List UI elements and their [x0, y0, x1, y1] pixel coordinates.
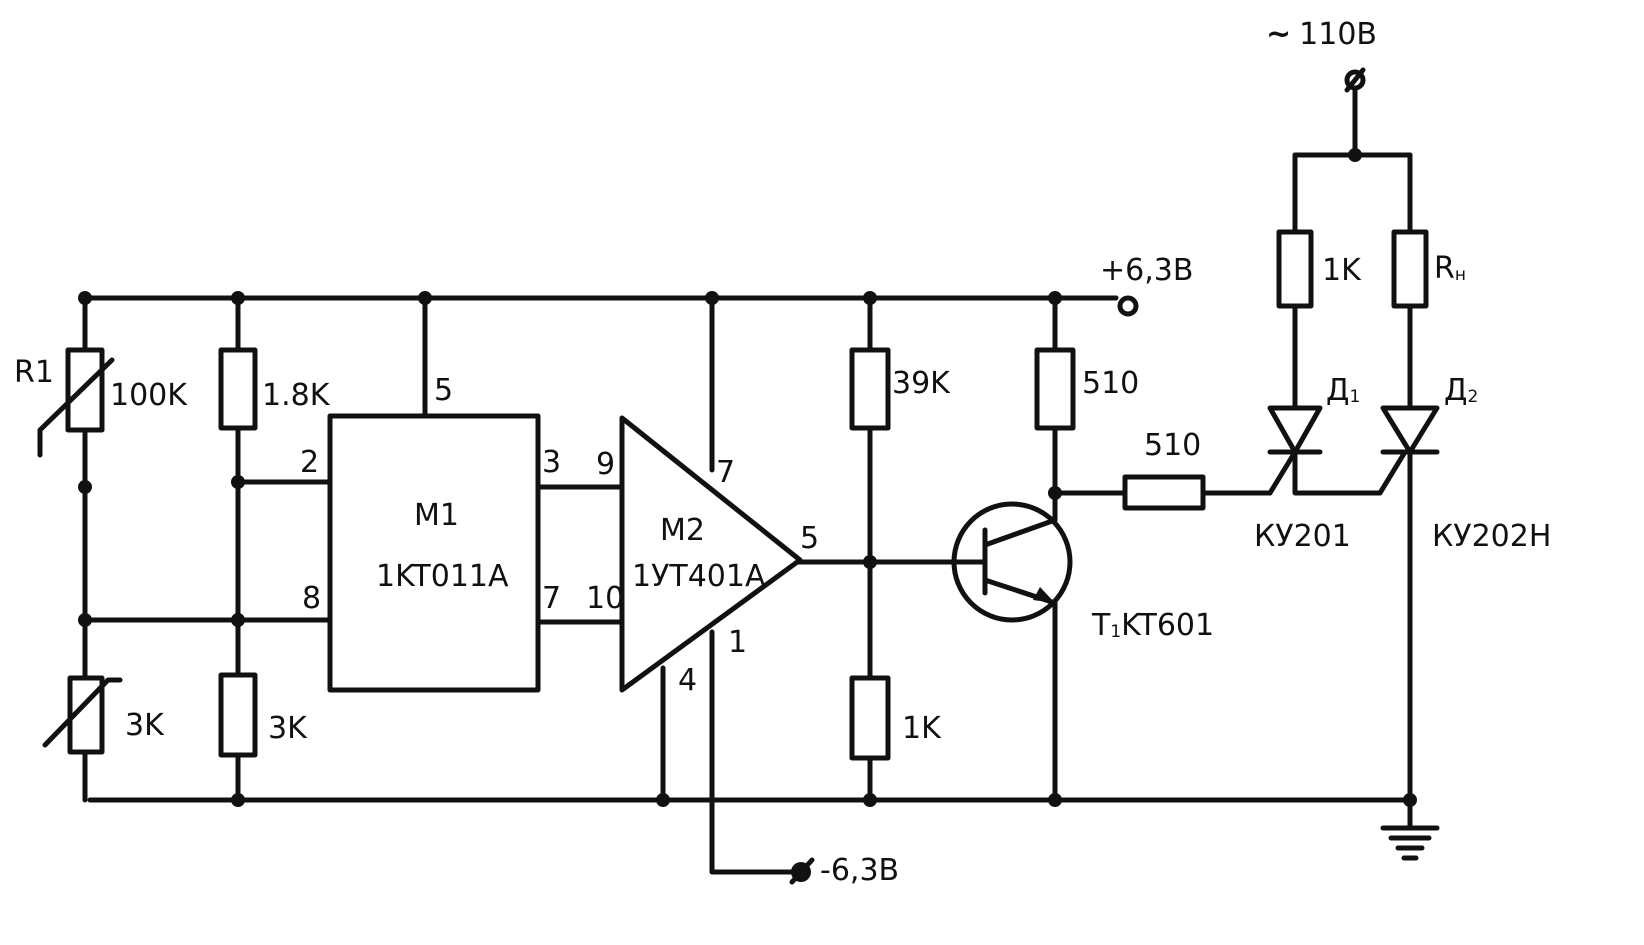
thyristor-d2 — [1380, 405, 1440, 455]
m2-pin-7: 7 — [716, 455, 735, 490]
r1-value: 100K — [110, 378, 188, 413]
opamp-m2 — [619, 415, 803, 693]
resistor-39k-value: 39K — [892, 366, 951, 401]
junction-dot — [1048, 291, 1062, 305]
resistor-load — [1391, 229, 1429, 309]
m1-pin-5: 5 — [434, 373, 453, 408]
junction-dot — [705, 291, 719, 305]
m2-part-number: 1УТ401А — [632, 559, 766, 594]
junction-dot — [863, 291, 877, 305]
resistor-1.8k — [218, 347, 258, 431]
m1-designator: M1 — [414, 498, 459, 533]
thermistor-r1 — [37, 347, 115, 458]
r1-designator: R1 — [14, 355, 54, 390]
resistor-1k-high — [1276, 229, 1314, 309]
junction-dot — [863, 555, 877, 569]
ac-supply-terminal — [1344, 67, 1366, 93]
junction-dot — [78, 480, 92, 494]
thyristor-d2-designator: Д2 — [1444, 373, 1478, 408]
resistor-510-collector-value: 510 — [1082, 366, 1139, 401]
resistor-load-label: Rн — [1434, 251, 1466, 286]
thermistor-3k — [42, 675, 123, 755]
m2-pin-5: 5 — [800, 521, 819, 556]
resistor-3k-value: 3K — [268, 711, 308, 746]
m2-pin-1: 1 — [728, 625, 747, 660]
transistor-t1 — [951, 501, 1073, 623]
m2-pin-10: 10 — [586, 581, 624, 616]
resistor-510-collector — [1034, 347, 1076, 431]
m1-pin-7: 7 — [542, 581, 561, 616]
junction-dot — [231, 793, 245, 807]
positive-supply-label: +6,3В — [1100, 253, 1193, 288]
negative-supply-terminal — [789, 857, 815, 885]
negative-supply-label: -6,3В — [820, 853, 899, 888]
thyristor-d1-part-number: КУ201 — [1254, 519, 1351, 554]
resistor-510-gate — [1122, 474, 1206, 511]
ic-m1 — [327, 413, 541, 693]
m2-pin-9: 9 — [596, 447, 615, 482]
thyristor-d1-designator: Д1 — [1326, 373, 1360, 408]
junction-dot — [863, 793, 877, 807]
junction-dot — [418, 291, 432, 305]
junction-dot — [78, 613, 92, 627]
m2-designator: M2 — [660, 513, 705, 548]
junction-dots — [78, 148, 1417, 807]
resistor-510-gate-value: 510 — [1144, 428, 1201, 463]
junction-dot — [231, 475, 245, 489]
positive-supply-terminal — [1117, 295, 1139, 317]
resistor-3k — [218, 672, 258, 758]
resistor-39k — [849, 347, 891, 431]
junction-dot — [1403, 793, 1417, 807]
m1-pin-2: 2 — [300, 445, 319, 480]
junction-dot — [1048, 793, 1062, 807]
transistor-emitter-arrow — [1033, 587, 1055, 603]
resistor-1.8k-value: 1.8K — [262, 378, 331, 413]
ac-symbol: ~ — [1266, 17, 1291, 52]
wires — [82, 85, 1440, 875]
m1-pin-8: 8 — [302, 581, 321, 616]
junction-dot — [231, 291, 245, 305]
junction-dot — [78, 291, 92, 305]
thermistor-3k-value: 3K — [125, 708, 165, 743]
thyristor-d1 — [1267, 405, 1323, 455]
m2-pin-4: 4 — [678, 663, 697, 698]
junction-dot — [656, 793, 670, 807]
resistor-1k-low — [849, 675, 891, 761]
junction-dot — [1048, 486, 1062, 500]
resistor-1k-low-value: 1K — [902, 711, 942, 746]
transistor-t1-label: T1KT601 — [1091, 608, 1214, 643]
m1-pin-3: 3 — [542, 445, 561, 480]
m1-part-number: 1KT011A — [376, 559, 509, 594]
thyristor-d2-part-number: КУ202Н — [1432, 519, 1551, 554]
junction-dot — [231, 613, 245, 627]
ac-supply-label: ~110В — [1266, 17, 1377, 52]
junction-dot — [1348, 148, 1362, 162]
resistor-1k-high-value: 1K — [1322, 253, 1362, 288]
